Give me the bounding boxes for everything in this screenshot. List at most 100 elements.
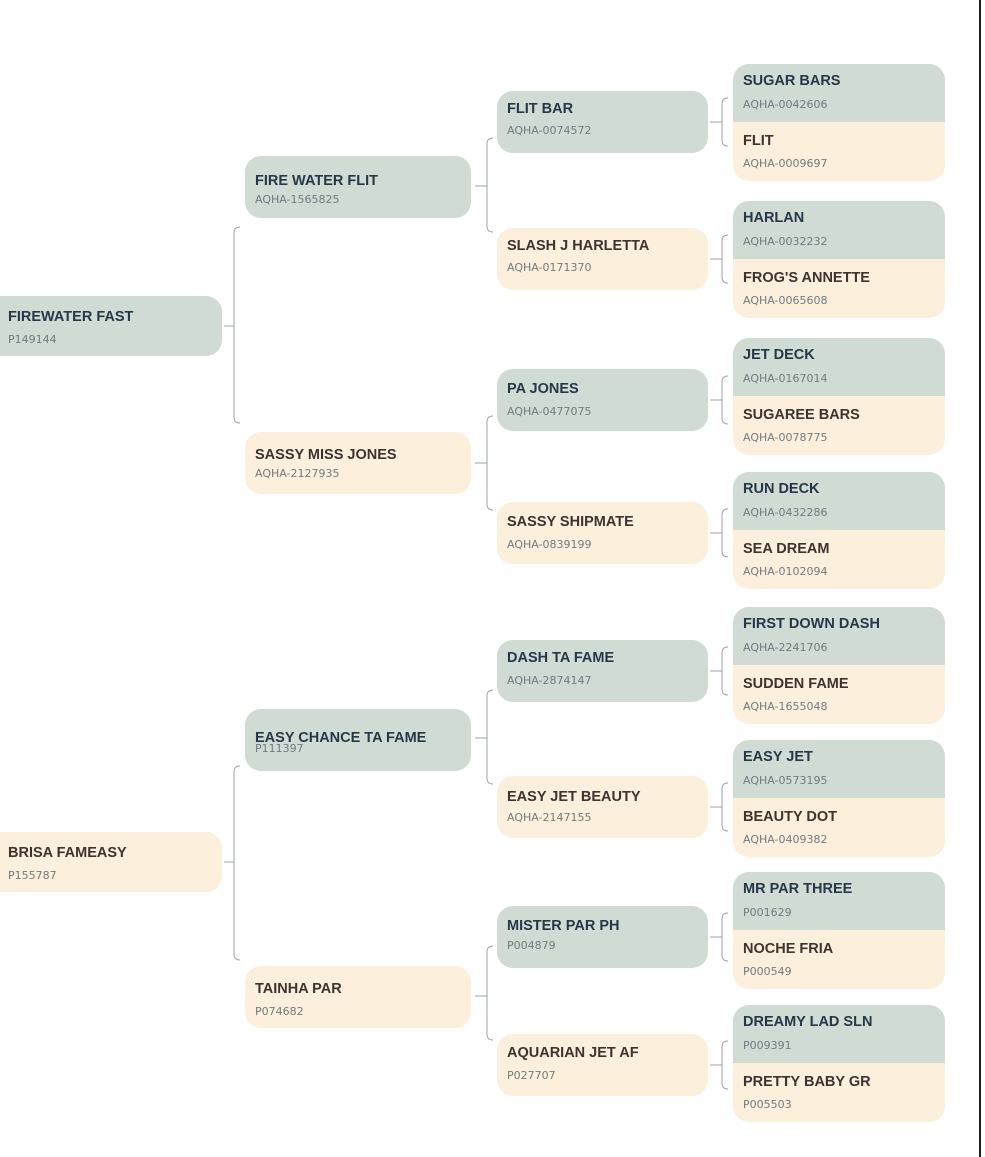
registration-number: P149144 (8, 333, 57, 346)
horse-node-ssd[interactable]: SLASH J HARLETTA AQHA-0171370 (497, 228, 708, 290)
horse-node-dddd[interactable]: PRETTY BABY GR P005503 (733, 1063, 945, 1122)
registration-number: AQHA-2241706 (743, 641, 828, 654)
horse-node-sds[interactable]: PA JONES AQHA-0477075 (497, 369, 708, 431)
horse-name: SEA DREAM (743, 541, 830, 557)
horse-node-sss[interactable]: FLIT BAR AQHA-0074572 (497, 91, 708, 153)
connector-line (721, 1040, 729, 1090)
horse-node-ddss[interactable]: MR PAR THREE P001629 (733, 872, 945, 930)
registration-number: AQHA-1655048 (743, 700, 828, 713)
horse-name: SLASH J HARLETTA (507, 238, 650, 254)
connector-line (721, 97, 729, 147)
horse-name: PRETTY BABY GR (743, 1074, 871, 1090)
horse-node-dd[interactable]: TAINHA PAR P074682 (245, 966, 471, 1028)
horse-name: EASY JET (743, 749, 813, 765)
registration-number: P027707 (507, 1069, 556, 1082)
horse-node-ss[interactable]: FIRE WATER FLIT AQHA-1565825 (245, 156, 471, 218)
horse-name: FIREWATER FAST (8, 309, 134, 325)
registration-number: AQHA-0409382 (743, 833, 828, 846)
registration-number: AQHA-1565825 (255, 193, 340, 206)
horse-node-ssds[interactable]: HARLAN AQHA-0032232 (733, 201, 945, 259)
connector-line (721, 782, 729, 832)
horse-name: JET DECK (743, 347, 815, 363)
horse-name: PA JONES (507, 381, 579, 397)
horse-name: SASSY SHIPMATE (507, 514, 634, 530)
registration-number: AQHA-0839199 (507, 538, 592, 551)
horse-name: MISTER PAR PH (507, 918, 620, 934)
registration-number: AQHA-0009697 (743, 157, 828, 170)
horse-name: SUDDEN FAME (743, 676, 849, 692)
horse-name: TAINHA PAR (255, 981, 342, 997)
horse-node-sdsd[interactable]: SUGAREE BARS AQHA-0078775 (733, 396, 945, 455)
connector-line (721, 912, 729, 962)
horse-name: SUGAR BARS (743, 73, 841, 89)
horse-name: DREAMY LAD SLN (743, 1014, 873, 1030)
horse-name: SUGAREE BARS (743, 407, 860, 423)
registration-number: P111397 (255, 742, 304, 755)
horse-name: AQUARIAN JET AF (507, 1045, 639, 1061)
connector-line (233, 226, 241, 424)
registration-number: P005503 (743, 1098, 792, 1111)
horse-name: MR PAR THREE (743, 881, 853, 897)
horse-name: EASY CHANCE TA FAME (255, 730, 427, 746)
registration-number: P001629 (743, 906, 792, 919)
horse-name: DASH TA FAME (507, 650, 615, 666)
connector-line (233, 765, 241, 961)
horse-node-ddd[interactable]: AQUARIAN JET AF P027707 (497, 1034, 708, 1096)
horse-name: FLIT BAR (507, 101, 574, 117)
registration-number: P074682 (255, 1005, 304, 1018)
page-frame-edge (979, 0, 981, 1157)
horse-node-sd[interactable]: SASSY MISS JONES AQHA-2127935 (245, 432, 471, 494)
horse-node-sdd[interactable]: SASSY SHIPMATE AQHA-0839199 (497, 502, 708, 564)
registration-number: AQHA-2147155 (507, 811, 592, 824)
horse-name: SASSY MISS JONES (255, 447, 397, 463)
registration-number: AQHA-0167014 (743, 372, 828, 385)
connector-line (721, 646, 729, 696)
registration-number: AQHA-2874147 (507, 674, 592, 687)
registration-number: P000549 (743, 965, 792, 978)
horse-node-sssd[interactable]: FLIT AQHA-0009697 (733, 122, 945, 181)
horse-node-s[interactable]: FIREWATER FAST P149144 (0, 296, 222, 356)
horse-node-dssd[interactable]: SUDDEN FAME AQHA-1655048 (733, 665, 945, 724)
registration-number: P009391 (743, 1039, 792, 1052)
connector-line (486, 689, 494, 785)
connector-line (721, 508, 729, 558)
horse-node-dss[interactable]: DASH TA FAME AQHA-2874147 (497, 640, 708, 702)
registration-number: AQHA-0032232 (743, 235, 828, 248)
horse-name: FLIT (743, 133, 774, 149)
connector-line (486, 415, 494, 511)
connector-line (721, 375, 729, 425)
horse-node-ssss[interactable]: SUGAR BARS AQHA-0042606 (733, 64, 945, 122)
registration-number: AQHA-0102094 (743, 565, 828, 578)
horse-name: HARLAN (743, 210, 805, 226)
registration-number: AQHA-0074572 (507, 124, 592, 137)
connector-line (721, 234, 729, 284)
horse-name: FROG'S ANNETTE (743, 270, 870, 286)
connector-line (486, 945, 494, 1041)
registration-number: P004879 (507, 939, 556, 952)
registration-number: AQHA-2127935 (255, 467, 340, 480)
registration-number: AQHA-0171370 (507, 261, 592, 274)
horse-node-dds[interactable]: MISTER PAR PH P004879 (497, 906, 708, 968)
horse-node-sddd[interactable]: SEA DREAM AQHA-0102094 (733, 530, 945, 589)
registration-number: AQHA-0078775 (743, 431, 828, 444)
horse-name: FIRE WATER FLIT (255, 173, 378, 189)
horse-name: RUN DECK (743, 481, 820, 497)
horse-name: NOCHE FRIA (743, 941, 834, 957)
horse-node-sdss[interactable]: JET DECK AQHA-0167014 (733, 338, 945, 396)
registration-number: AQHA-0042606 (743, 98, 828, 111)
horse-name: BRISA FAMEASY (8, 845, 127, 861)
connector-line (486, 137, 494, 233)
horse-node-ddds[interactable]: DREAMY LAD SLN P009391 (733, 1005, 945, 1063)
registration-number: AQHA-0477075 (507, 405, 592, 418)
horse-node-ddsd[interactable]: NOCHE FRIA P000549 (733, 930, 945, 989)
